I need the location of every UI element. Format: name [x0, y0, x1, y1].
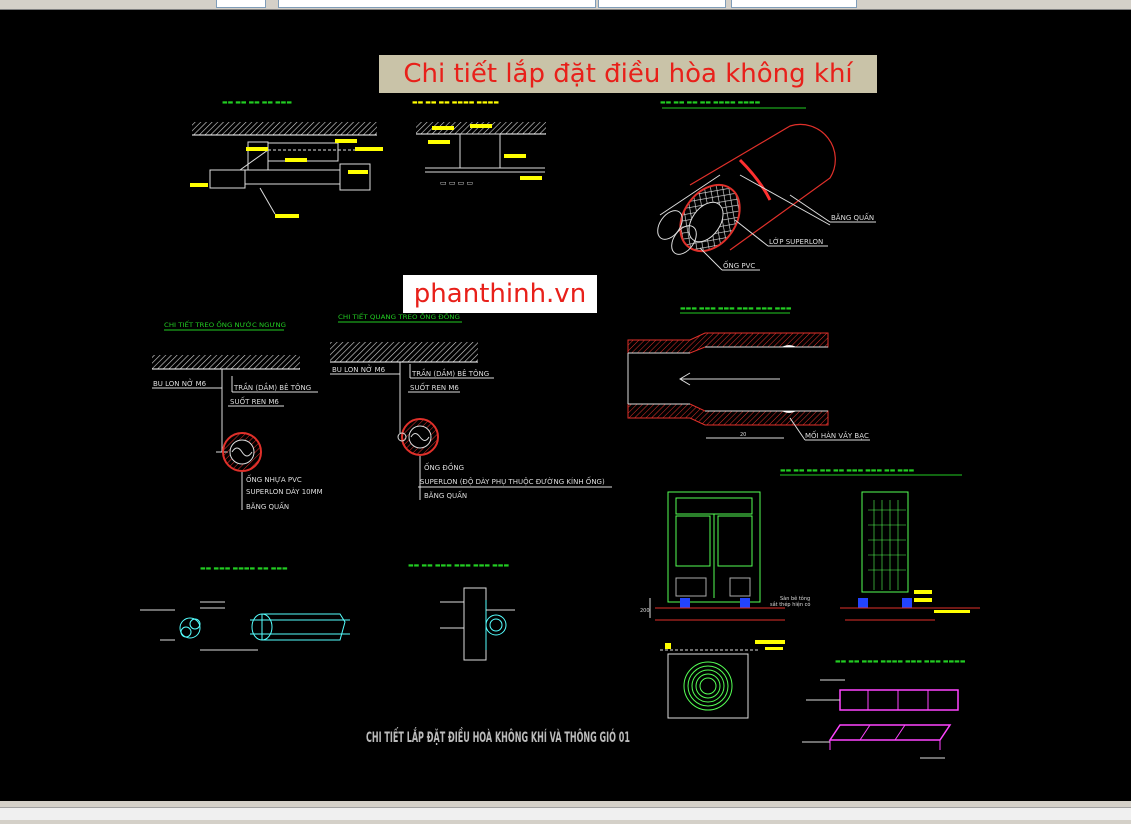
svg-text:▬▬ ▬▬ ▬▬ ▬▬ ▬▬ ▬▬▬ ▬▬▬ ▬▬ ▬▬▬: ▬▬ ▬▬ ▬▬ ▬▬ ▬▬ ▬▬▬ ▬▬▬ ▬▬ ▬▬▬	[780, 467, 915, 474]
label: SUPERLON DÀY 10MM	[246, 487, 323, 496]
label-lop-superlon: LỚP SUPERLON	[769, 237, 823, 246]
sheet-title: CHI TIẾT LẮP ĐẶT ĐIỀU HOÀ KHÔNG KHÍ VÀ T…	[366, 727, 630, 746]
svg-text:▭ ▭ ▭ ▭: ▭ ▭ ▭ ▭	[440, 179, 473, 187]
label: ỐNG NHỰA PVC	[246, 474, 302, 484]
detail-title: CHI TIẾT QUANG TREO ỐNG ĐỒNG	[338, 312, 460, 321]
svg-text:▬▬ ▬▬ ▬▬ ▬▬ ▬▬▬▬ ▬▬▬▬: ▬▬ ▬▬ ▬▬ ▬▬ ▬▬▬▬ ▬▬▬▬	[660, 99, 761, 106]
detail-pipe-insulation: ▬▬ ▬▬ ▬▬ ▬▬ ▬▬▬▬ ▬▬▬▬ BĂNG QUẤN LỚP SUPE…	[657, 99, 876, 271]
label: BU LON NỞ M6	[153, 378, 207, 388]
label: TRẦN (DẦM) BÊ TÔNG	[233, 382, 311, 392]
svg-text:▬▬▬ ▬▬▬ ▬▬▬ ▬▬▬ ▬▬▬ ▬▬▬: ▬▬▬ ▬▬▬ ▬▬▬ ▬▬▬ ▬▬▬ ▬▬▬	[680, 305, 792, 312]
svg-text:20: 20	[740, 432, 746, 438]
detail-title: CHI TIẾT TREO ỐNG NƯỚC NGƯNG	[164, 321, 286, 329]
toolbar	[0, 0, 1131, 10]
detail-wall-pipe: ▬▬ ▬▬ ▬▬▬ ▬▬▬ ▬▬▬ ▬▬▬	[408, 562, 515, 661]
label: BU LON NỞ M6	[332, 364, 386, 374]
label: ỐNG ĐỒNG	[424, 462, 464, 472]
banner-title: Chi tiết lắp đặt điều hòa không khí	[379, 55, 877, 93]
toolbar-dropdown[interactable]	[598, 0, 726, 8]
label: SUPERLON (ĐỘ DÀY PHỤ THUỘC ĐƯỜNG KÍNH ỐN…	[420, 476, 605, 486]
vertical-scrollbar[interactable]	[1103, 10, 1131, 800]
toolbar-dropdown[interactable]	[216, 0, 266, 8]
label-ong-pvc: ỐNG PVC	[723, 260, 755, 270]
status-bar	[0, 801, 1131, 824]
label: SUỐT REN M6	[410, 382, 459, 392]
label: SUỐT REN M6	[230, 396, 279, 406]
horizontal-scrollbar[interactable]	[0, 807, 1131, 820]
drawing-canvas[interactable]: ▬▬ ▬▬ ▬▬ ▬▬ ▬▬▬ ▬▬ ▬▬ ▬▬ ▬▬▬▬ ▬▬▬▬ ▭ ▭ ▭…	[0, 10, 1103, 800]
svg-text:▬▬ ▬▬ ▬▬▬ ▬▬▬ ▬▬▬ ▬▬▬: ▬▬ ▬▬ ▬▬▬ ▬▬▬ ▬▬▬ ▬▬▬	[408, 562, 509, 569]
toolbar-dropdown[interactable]	[278, 0, 596, 8]
detail-copper-joint: ▬▬▬ ▬▬▬ ▬▬▬ ▬▬▬ ▬▬▬ ▬▬▬ 20 MỐI HÀN VẢY B…	[627, 305, 870, 441]
detail-cassette: ▬▬ ▬▬ ▬▬ ▬▬▬▬ ▬▬▬▬ ▭ ▭ ▭ ▭	[412, 99, 546, 187]
svg-text:▬▬ ▬▬ ▬▬▬ ▬▬▬▬ ▬▬▬ ▬▬▬ ▬▬▬▬: ▬▬ ▬▬ ▬▬▬ ▬▬▬▬ ▬▬▬ ▬▬▬ ▬▬▬▬	[835, 658, 966, 665]
detail-title: ▬▬ ▬▬ ▬▬ ▬▬ ▬▬▬	[222, 99, 292, 106]
detail-outdoor-units: ▬▬ ▬▬ ▬▬ ▬▬ ▬▬ ▬▬▬ ▬▬▬ ▬▬ ▬▬▬ 200 Sàn bê…	[640, 467, 980, 621]
label: BĂNG QUẤN	[246, 501, 289, 511]
label-bang-quan: BĂNG QUẤN	[831, 212, 874, 222]
label: BĂNG QUẤN	[424, 490, 467, 500]
label: TRẦN (DẦM) BÊ TÔNG	[411, 368, 489, 378]
cad-drawing: ▬▬ ▬▬ ▬▬ ▬▬ ▬▬▬ ▬▬ ▬▬ ▬▬ ▬▬▬▬ ▬▬▬▬ ▭ ▭ ▭…	[140, 99, 980, 759]
svg-text:▬▬ ▬▬ ▬▬ ▬▬▬▬ ▬▬▬▬: ▬▬ ▬▬ ▬▬ ▬▬▬▬ ▬▬▬▬	[412, 99, 499, 106]
svg-text:▬▬ ▬▬▬ ▬▬▬▬ ▬▬ ▬▬▬: ▬▬ ▬▬▬ ▬▬▬▬ ▬▬ ▬▬▬	[200, 565, 288, 572]
detail-steel-frame: ▬▬ ▬▬ ▬▬▬ ▬▬▬▬ ▬▬▬ ▬▬▬ ▬▬▬▬	[802, 658, 966, 759]
detail-drain-route: ▬▬ ▬▬ ▬▬ ▬▬ ▬▬▬	[190, 99, 383, 218]
detail-fan-unit	[660, 640, 785, 719]
detail-hanger-drain: CHI TIẾT TREO ỐNG NƯỚC NGƯNG BU LON NỞ M…	[152, 321, 323, 511]
svg-text:Sàn bê tông: Sàn bê tông	[780, 595, 810, 602]
toolbar-dropdown[interactable]	[731, 0, 857, 8]
watermark: phanthinh.vn	[403, 275, 597, 313]
detail-insulation-section: ▬▬ ▬▬▬ ▬▬▬▬ ▬▬ ▬▬▬	[140, 565, 350, 651]
detail-hanger-gas: CHI TIẾT QUANG TREO ỐNG ĐỒNG BU LON NỞ M…	[330, 312, 612, 500]
label-moi-han: MỐI HÀN VẢY BẠC	[805, 430, 869, 440]
svg-text:sắt thép hiện có: sắt thép hiện có	[770, 601, 810, 608]
svg-text:200: 200	[640, 608, 650, 614]
